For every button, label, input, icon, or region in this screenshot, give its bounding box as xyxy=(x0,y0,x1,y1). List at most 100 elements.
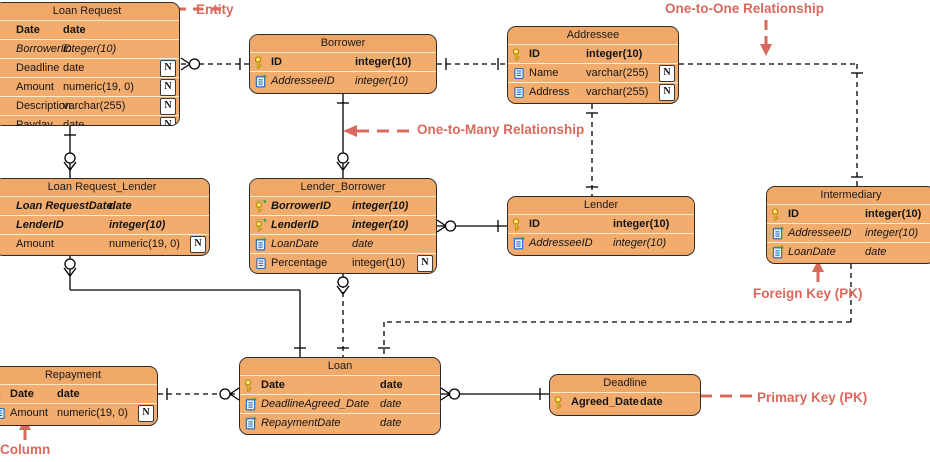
attribute-type: integer(10) xyxy=(613,218,670,230)
attribute-name: LoanDate xyxy=(271,238,319,250)
attribute-name: AddresseeID xyxy=(271,75,335,87)
entity-title: Lender_Borrower xyxy=(250,179,436,197)
attribute-type: date xyxy=(352,238,374,250)
attribute-type: integer(10) xyxy=(865,208,922,220)
attribute-row[interactable]: Percentage integer(10) N xyxy=(250,254,436,272)
attribute-type: integer(10) xyxy=(586,48,643,60)
nullable-marker: N xyxy=(160,117,176,125)
attribute-type: date xyxy=(109,200,132,212)
foreign-key-icon xyxy=(769,244,786,260)
attribute-type: date xyxy=(63,24,86,36)
attribute-type: varchar(255) xyxy=(586,67,649,79)
attribute-type: integer(10) xyxy=(352,257,406,269)
entity-title: Deadline xyxy=(550,375,700,393)
attribute-type: integer(10) xyxy=(865,227,919,239)
attribute-name: LoanDate xyxy=(788,246,836,258)
attribute-type: date xyxy=(380,379,403,391)
attribute-name: Description xyxy=(16,100,72,112)
foreign-key-icon xyxy=(252,236,269,252)
attribute-type: integer(10) xyxy=(352,200,409,212)
attribute-name: Loan RequestDate xyxy=(16,200,113,212)
entity-title: Repayment xyxy=(0,367,157,385)
nullable-marker: N xyxy=(417,255,433,272)
attribute-name: Amount xyxy=(10,407,48,419)
attribute-name: ID xyxy=(788,208,799,220)
annotation-entity: Entity xyxy=(196,2,234,17)
attribute-type: integer(10) xyxy=(355,75,409,87)
attribute-row[interactable]: LoanDate date xyxy=(767,243,930,261)
foreign-key-icon xyxy=(252,73,269,89)
attribute-type: date xyxy=(380,398,402,410)
attribute-name: Date xyxy=(10,388,34,400)
attribute-row[interactable]: LoanDate date xyxy=(250,235,436,254)
annotation-primary-key: Primary Key (PK) xyxy=(757,390,868,405)
attribute-type: date xyxy=(63,119,85,126)
attribute-type: date xyxy=(63,62,85,74)
primary-key-icon xyxy=(510,216,527,232)
attribute-name: Date xyxy=(261,379,285,391)
nullable-marker: N xyxy=(160,98,176,115)
attribute-type: date xyxy=(865,246,887,258)
attribute-name: Amount xyxy=(16,238,54,250)
attribute-type: varchar(255) xyxy=(63,100,126,112)
attribute-row[interactable]: Date date xyxy=(0,385,157,404)
foreign-key-icon xyxy=(510,235,527,251)
attribute-type: date xyxy=(57,388,80,400)
attribute-row[interactable]: Date date xyxy=(240,376,440,395)
attribute-name: Percentage xyxy=(271,257,328,269)
primary-key-icon xyxy=(0,386,8,402)
attribute-name: LenderID xyxy=(16,219,64,231)
annotation-one-to-one: One-to-One Relationship xyxy=(665,1,825,16)
foreign-key-icon xyxy=(242,415,259,431)
primary-key-icon xyxy=(242,377,259,393)
attribute-row[interactable]: AddresseeID integer(10) xyxy=(250,72,436,90)
entity-title: Borrower xyxy=(250,35,436,53)
entity-title: Loan Request xyxy=(0,3,179,21)
column-icon xyxy=(0,405,8,421)
attribute-name: Amount xyxy=(16,81,54,93)
attribute-type: integer(10) xyxy=(352,219,409,231)
foreign-key-icon xyxy=(242,396,259,412)
attribute-type: varchar(255) xyxy=(586,86,649,98)
nullable-marker: N xyxy=(138,405,154,422)
attribute-type: numeric(19, 0) xyxy=(63,81,134,93)
primary-foreign-key-icon xyxy=(252,198,269,214)
attribute-row[interactable]: ID integer(10) xyxy=(767,205,930,224)
column-icon xyxy=(510,65,527,81)
attribute-type: integer(10) xyxy=(63,43,117,55)
attribute-name: RepaymentDate xyxy=(261,417,341,429)
